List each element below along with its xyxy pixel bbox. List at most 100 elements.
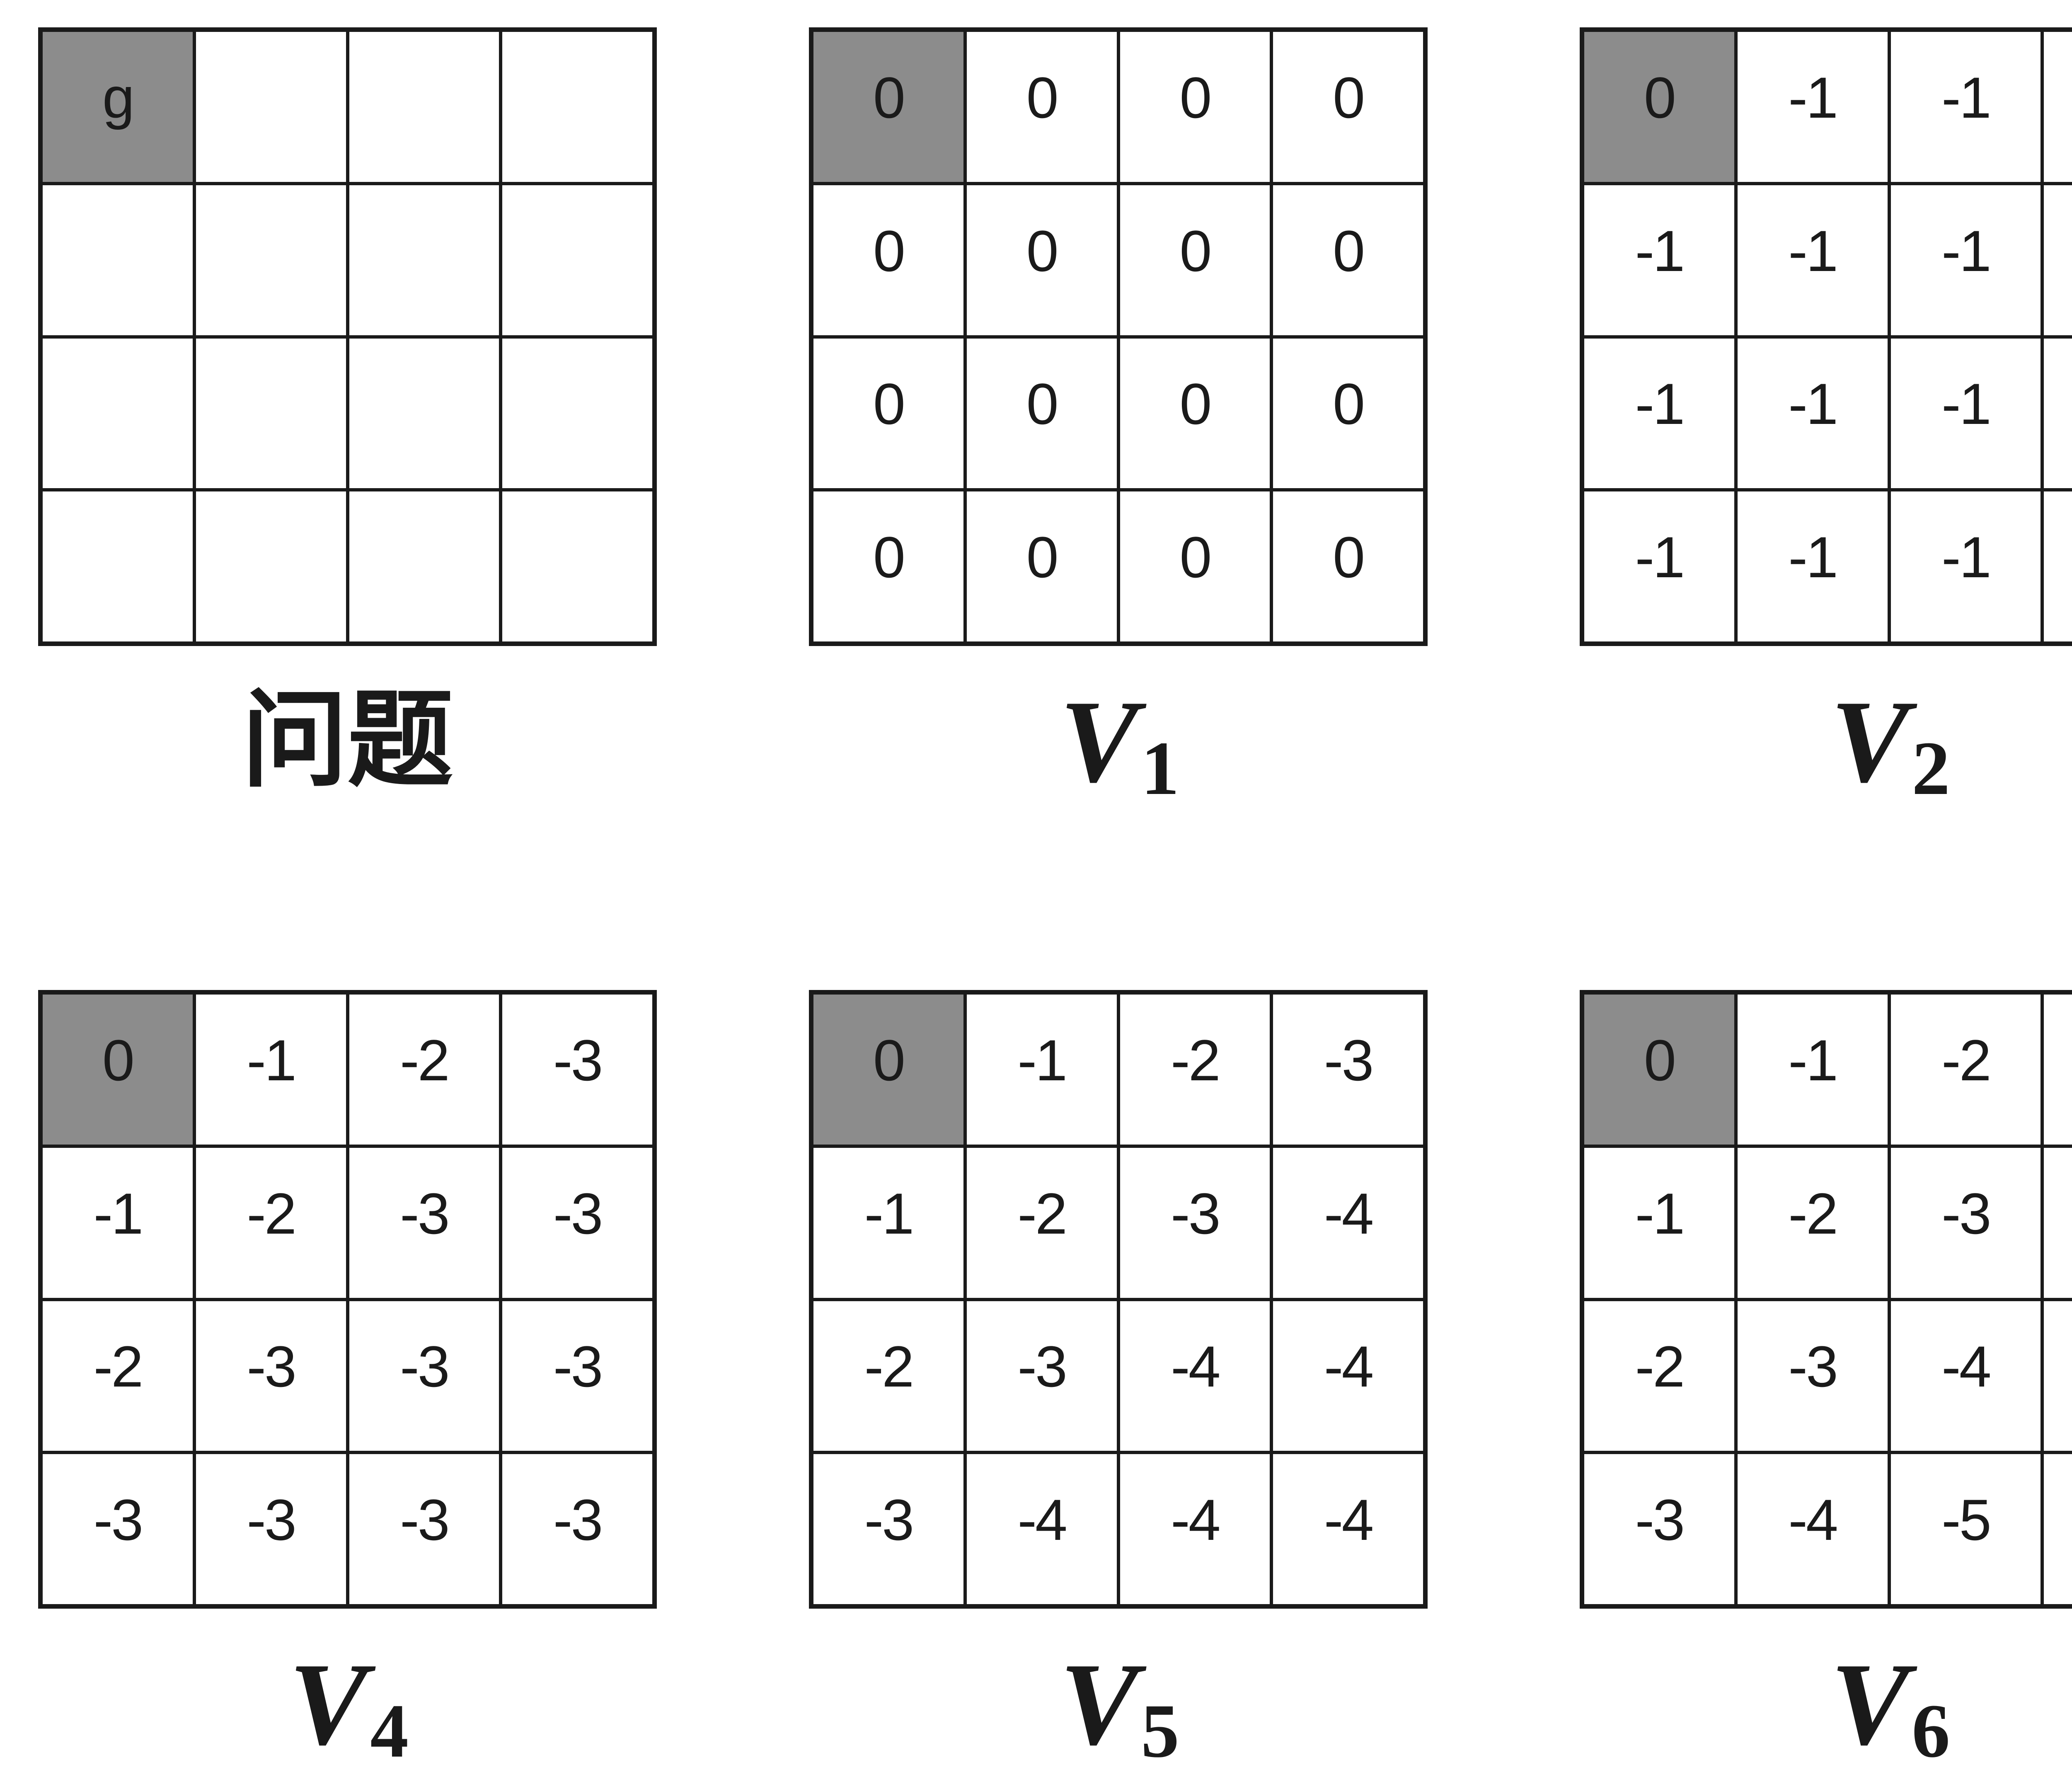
grid-cell: -1: [1737, 32, 1888, 182]
grid-cell: -2: [966, 1147, 1117, 1298]
grid-cell: 0: [966, 338, 1117, 489]
grid-cell: -1: [2044, 338, 2072, 489]
grid-cell: -1: [1737, 995, 1888, 1145]
grid-cell: [196, 491, 346, 641]
grid-cell: [502, 32, 652, 182]
value-function-symbol: V: [289, 1638, 368, 1769]
grid-cell: -1: [1890, 491, 2041, 641]
grid-cell: -1: [1584, 491, 1734, 641]
grid-cell: -1: [1890, 185, 2041, 335]
grid-cell: -3: [502, 1147, 652, 1298]
value-function-symbol: V: [1830, 1638, 1910, 1769]
grid-cell: -1: [813, 1147, 963, 1298]
grid-cell: -5: [2044, 1301, 2072, 1451]
grid-cell: [502, 338, 652, 489]
grid-cell: -3: [813, 1454, 963, 1604]
goal-cell: 0: [1584, 32, 1734, 182]
grid-cell: -2: [1584, 1301, 1734, 1451]
grid-cell: -2: [349, 995, 499, 1145]
grid-cell: 0: [1120, 491, 1270, 641]
value-function-subscript: 2: [1912, 726, 1950, 811]
grid-cell: [196, 32, 346, 182]
grid-cell: -4: [1737, 1454, 1888, 1604]
grid-cell: 0: [813, 185, 963, 335]
grid-cell: 0: [1120, 185, 1270, 335]
goal-cell: 0: [43, 995, 193, 1145]
grid-cell: -4: [1273, 1454, 1423, 1604]
grid-cell: -3: [1737, 1301, 1888, 1451]
grid-cell: -4: [1273, 1147, 1423, 1298]
grid-cell: -3: [502, 1454, 652, 1604]
goal-cell: 0: [813, 995, 963, 1145]
value-grid-v5: 0-1-2-3-1-2-3-4-2-3-4-4-3-4-4-4: [809, 990, 1428, 1609]
grid-cell: -1: [196, 995, 346, 1145]
grid-cell: -1: [1890, 338, 2041, 489]
panel-problem: g 问题: [38, 27, 657, 812]
value-function-symbol: V: [1060, 1638, 1139, 1769]
grid-cell: 0: [813, 491, 963, 641]
grid-cell: -4: [966, 1454, 1117, 1604]
grid-cell: 0: [1120, 32, 1270, 182]
grid-cell: -5: [1890, 1454, 2041, 1604]
grid-cell: -1: [1584, 338, 1734, 489]
goal-cell: 0: [813, 32, 963, 182]
grid-cell: -4: [1120, 1301, 1270, 1451]
grid-cell: 0: [966, 32, 1117, 182]
grid-cell: [349, 32, 499, 182]
grid-cell: -1: [43, 1147, 193, 1298]
grid-cell: -2: [813, 1301, 963, 1451]
value-function-subscript: 4: [370, 1688, 409, 1774]
grid-cell: -4: [2044, 1147, 2072, 1298]
grid-cell: 0: [813, 338, 963, 489]
grid-cell: -3: [1890, 1147, 2041, 1298]
grid-cell: -5: [2044, 1454, 2072, 1604]
grid-cell: 0: [1273, 338, 1423, 489]
panel-v6: 0-1-2-3-1-2-3-4-2-3-4-5-3-4-5-5 V6: [1580, 990, 2072, 1774]
goal-cell: 0: [1584, 995, 1734, 1145]
value-function-symbol: V: [1060, 675, 1139, 807]
grid-cell: -2: [1120, 995, 1270, 1145]
grid-cell: [196, 185, 346, 335]
grid-cell: -1: [1584, 1147, 1734, 1298]
value-function-subscript: 1: [1141, 726, 1179, 811]
grid-cell: 0: [966, 185, 1117, 335]
grid-cell: -3: [1584, 1454, 1734, 1604]
grid-cell: -4: [1120, 1454, 1270, 1604]
grid-cell: -4: [1273, 1301, 1423, 1451]
problem-label-text: 问题: [242, 682, 453, 800]
grid-cell: -3: [502, 995, 652, 1145]
grid-cell: -3: [1273, 995, 1423, 1145]
grid-cell: -1: [2044, 491, 2072, 641]
grid-cell: -4: [1890, 1301, 2041, 1451]
grid-cell: [349, 338, 499, 489]
grid-cell: [349, 491, 499, 641]
grid-cell: -3: [502, 1301, 652, 1451]
grid-cell: -3: [1120, 1147, 1270, 1298]
grid-cell: -3: [349, 1147, 499, 1298]
value-grid-v6: 0-1-2-3-1-2-3-4-2-3-4-5-3-4-5-5: [1580, 990, 2072, 1609]
panel-v2: 0-1-1-1-1-1-1-1-1-1-1-1-1-1-1-1 V2: [1580, 27, 2072, 812]
grid-cell: [502, 491, 652, 641]
grid-cell: -2: [196, 1147, 346, 1298]
grid-cell: -2: [1890, 995, 2041, 1145]
value-function-symbol: V: [1830, 675, 1910, 807]
grid-cell: -1: [2044, 32, 2072, 182]
grid-cell: -1: [966, 995, 1117, 1145]
grid-cell: [43, 338, 193, 489]
grid-cell: -3: [2044, 995, 2072, 1145]
grid-cell: [196, 338, 346, 489]
grid-cell: -2: [43, 1301, 193, 1451]
grid-cell: [43, 491, 193, 641]
grid-cell: 0: [1273, 491, 1423, 641]
grid-cell: -3: [43, 1454, 193, 1604]
grid-cell: -2: [1737, 1147, 1888, 1298]
